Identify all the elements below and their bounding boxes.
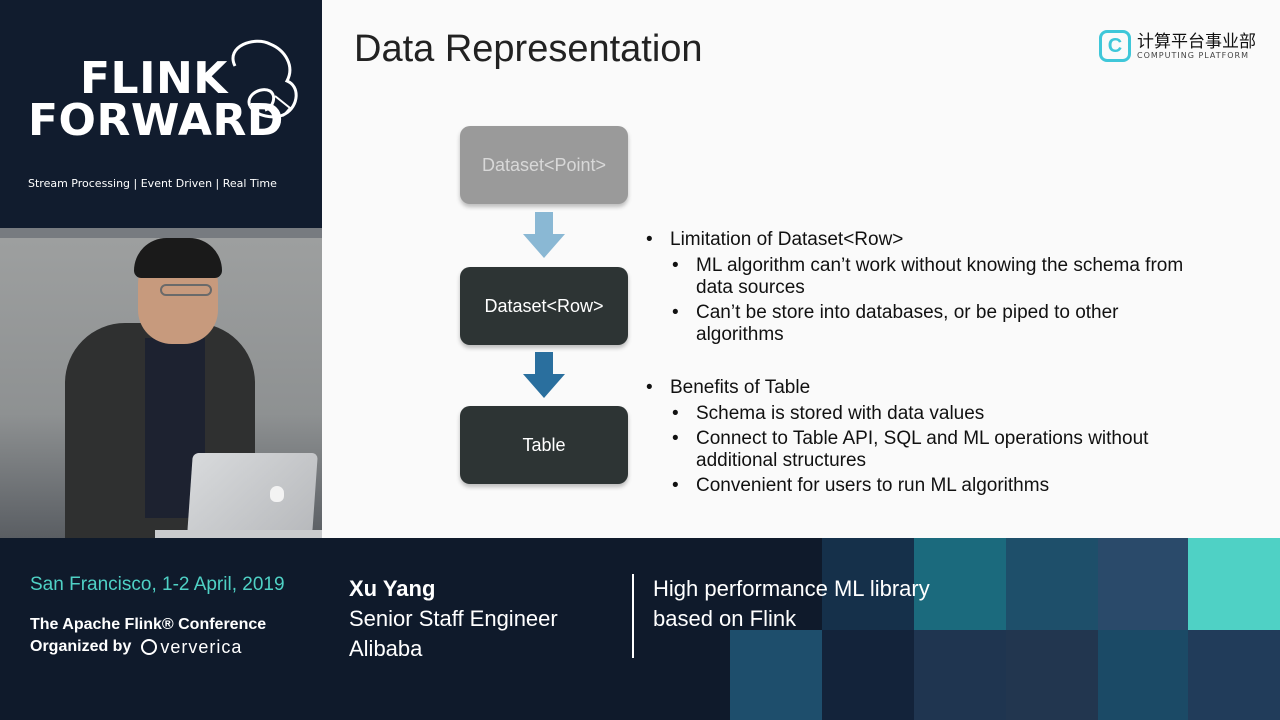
conference-info: The Apache Flink® Conference Organized b… — [30, 614, 266, 658]
speaker-glasses — [160, 284, 212, 296]
speaker-hair — [134, 238, 222, 278]
arrow-down-icon — [523, 212, 565, 258]
speaker-title: Senior Staff Engineer — [349, 606, 558, 631]
slide-title: Data Representation — [354, 28, 703, 70]
bullet-item: Can’t be store into databases, or be pip… — [670, 302, 1204, 346]
computing-platform-logo: C 计算平台事业部 COMPUTING PLATFORM — [1099, 30, 1256, 62]
speaker-video — [0, 228, 322, 538]
decor-tile — [822, 630, 914, 720]
bullet-item: Convenient for users to run ML algorithm… — [670, 475, 1204, 497]
flink-forward-logo: FLINK FORWARD — [28, 53, 284, 146]
squirrel-icon — [231, 39, 298, 119]
decor-tile — [1188, 538, 1280, 630]
speaker-name: Xu Yang — [349, 576, 436, 601]
bullet-heading: Benefits of Table — [644, 376, 1204, 400]
slide-bullets: Limitation of Dataset<Row> ML algorithm … — [644, 228, 1204, 497]
talk-title-line2: based on Flink — [653, 606, 797, 631]
arrow-down-icon — [523, 352, 565, 398]
decor-tile — [730, 630, 822, 720]
speaker-company: Alibaba — [349, 636, 423, 661]
ververica-logo: ververica — [141, 636, 242, 658]
dataset-point-box: Dataset<Point> — [460, 126, 628, 204]
table-box: Table — [460, 406, 628, 484]
location-date: San Francisco, 1-2 April, 2019 — [30, 574, 285, 595]
brand-tagline: Stream Processing | Event Driven | Real … — [28, 177, 277, 190]
bullet-heading: Limitation of Dataset<Row> — [644, 228, 1204, 252]
bullet-item: ML algorithm can’t work without knowing … — [670, 255, 1204, 299]
organized-by-label: Organized by — [30, 638, 132, 655]
decor-tile — [914, 630, 1006, 720]
bullet-item: Connect to Table API, SQL and ML operati… — [670, 428, 1204, 472]
ververica-wordmark: ververica — [160, 637, 243, 657]
footer-bar: San Francisco, 1-2 April, 2019 The Apach… — [0, 538, 1280, 720]
decor-tile — [1188, 630, 1280, 720]
ververica-icon — [141, 639, 158, 655]
decor-tile — [1098, 630, 1188, 720]
talk-title-line1: High performance ML library — [653, 576, 930, 601]
dataset-row-box: Dataset<Row> — [460, 267, 628, 345]
laptop-base — [155, 530, 322, 538]
presentation-slide: Data Representation C 计算平台事业部 COMPUTING … — [322, 0, 1280, 538]
wall-trim — [0, 228, 322, 238]
conference-line: The Apache Flink® Conference — [30, 616, 267, 633]
bullet-item: Schema is stored with data values — [670, 403, 1204, 425]
talk-title: High performance ML library based on Fli… — [653, 574, 983, 634]
logo-line2: FORWARD — [28, 95, 284, 146]
decor-tile — [1006, 630, 1098, 720]
computing-platform-icon: C — [1099, 30, 1131, 62]
platform-name-en: COMPUTING PLATFORM — [1137, 50, 1249, 60]
decor-tile — [1098, 538, 1188, 630]
platform-name-cn: 计算平台事业部 — [1137, 31, 1256, 52]
decor-tile — [1006, 538, 1098, 630]
decor-tile — [914, 538, 1006, 630]
laptop — [187, 453, 318, 535]
apple-logo-icon — [270, 486, 284, 502]
organizer-row: Organized by ververica — [30, 636, 266, 658]
footer-divider — [632, 574, 634, 658]
logo-line1: FLINK — [80, 53, 228, 104]
decor-tile — [822, 538, 914, 630]
speaker-info: Xu Yang Senior Staff Engineer Alibaba — [349, 574, 558, 664]
brand-panel: FLINK FORWARD Stream Processing | Event … — [0, 0, 322, 228]
